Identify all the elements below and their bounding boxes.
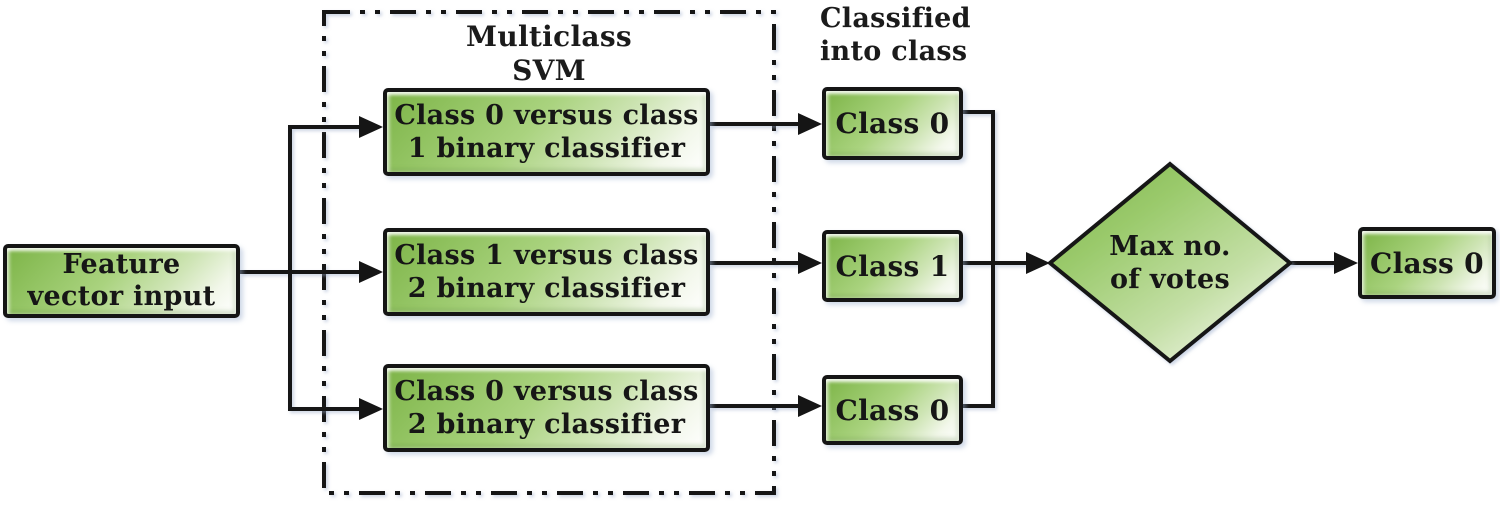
final-class-label: Class 0 [1370,246,1484,280]
vote-2-label: Class 0 [835,393,950,427]
classifier-2-line1: Class 0 versus class [394,376,699,407]
multiclass-svm-title: Multiclass SVM [324,20,774,88]
classified-label-line2: into class [820,36,968,67]
classifier-0-line1: Class 0 versus class [394,100,699,131]
multiclass-svm-title-line2: SVM [512,54,586,87]
classifier-1-line2: 2 binary classifier [407,273,686,304]
classified-label-line1: Classified [820,3,971,34]
feature-box-line1: Feature [62,249,181,280]
classifier-output-lines [710,122,803,408]
classifier-box-class1-vs-class2: Class 1 versus class 2 binary classifier [383,228,710,316]
input-branch-lines [240,125,363,411]
vote-collector-lines [963,110,1339,408]
classifier-0-line2: 1 binary classifier [407,133,686,164]
max-votes-diamond [1046,161,1294,364]
classifier-1-line1: Class 1 versus class [394,240,699,271]
arrowheads [359,113,1358,420]
feature-vector-input-box: Feature vector input [3,244,240,318]
max-votes-line2: of votes [1110,264,1230,295]
final-class-output-box: Class 0 [1358,227,1496,299]
vote-box-class0-bottom: Class 0 [822,375,963,445]
classifier-2-line2: 2 binary classifier [407,409,686,440]
multiclass-svm-title-line1: Multiclass [466,20,632,53]
vote-box-class1: Class 1 [822,230,963,302]
classified-into-class-label: Classified into class [820,2,1020,68]
vote-box-class0-top: Class 0 [822,87,963,160]
max-votes-line1: Max no. [1109,231,1231,262]
max-votes-label: Max no. of votes [1070,230,1270,296]
classifier-box-class0-vs-class1: Class 0 versus class 1 binary classifier [383,88,710,176]
svm-group-border [322,10,776,495]
classifier-box-class0-vs-class2: Class 0 versus class 2 binary classifier [383,364,710,452]
feature-box-line2: vector input [27,281,216,312]
vote-1-label: Class 1 [835,249,950,283]
vote-0-label: Class 0 [835,107,950,140]
